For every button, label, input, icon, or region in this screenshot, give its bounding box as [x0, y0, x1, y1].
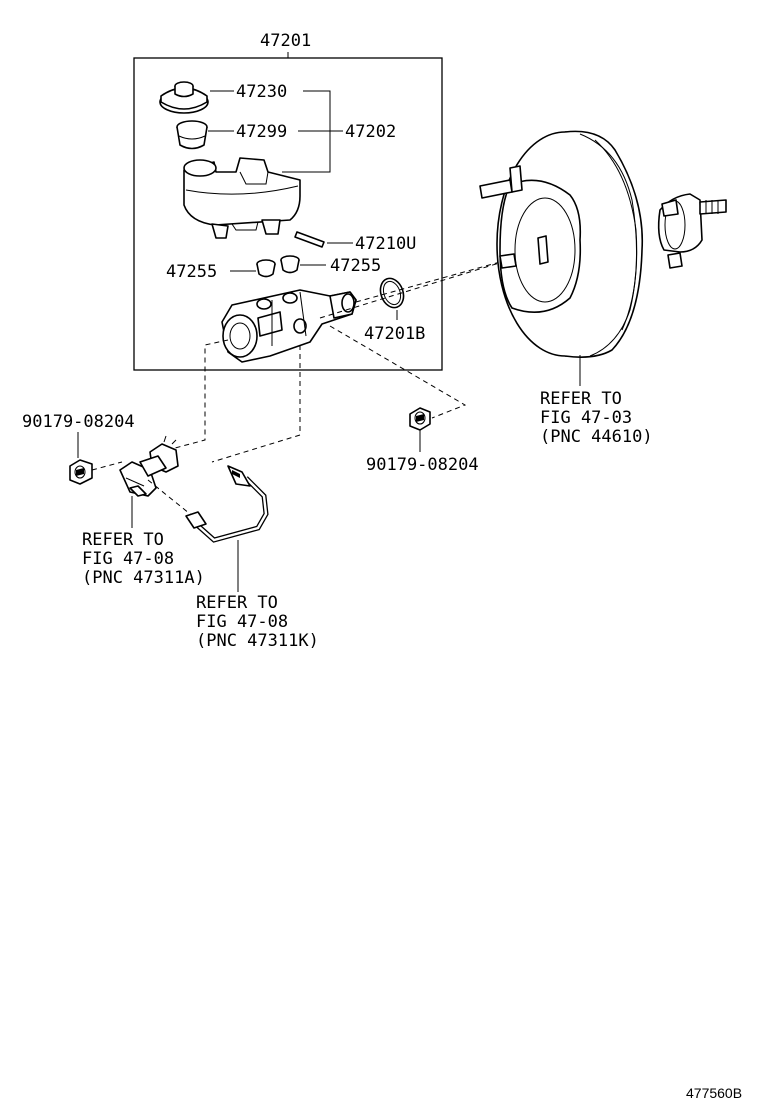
- svg-text:REFER TO: REFER TO: [82, 530, 164, 550]
- brake-booster: [479, 130, 727, 358]
- svg-text:REFER TO: REFER TO: [196, 593, 278, 613]
- svg-text:FIG 47-08: FIG 47-08: [196, 612, 288, 632]
- o-ring: [379, 277, 405, 309]
- master-cylinder-body: [221, 289, 357, 363]
- refer-switch-note: REFER TO FIG 47-08 (PNC 47311A): [82, 530, 205, 588]
- reservoir-tank: [183, 157, 301, 239]
- svg-text:(PNC 47311A): (PNC 47311A): [82, 568, 205, 588]
- label-cap: 47230: [236, 82, 287, 102]
- grommet-right: [280, 255, 300, 274]
- svg-text:(PNC 44610): (PNC 44610): [540, 427, 653, 447]
- label-assembly: 47201: [260, 31, 311, 51]
- label-strainer: 47299: [236, 122, 287, 142]
- svg-text:FIG 47-08: FIG 47-08: [82, 549, 174, 569]
- strainer: [176, 120, 208, 150]
- pin: [294, 231, 325, 248]
- label-nut-right: 90179-08204: [366, 455, 479, 475]
- nut-right: [409, 407, 431, 431]
- pressure-switch: [119, 435, 179, 497]
- refer-tube-note: REFER TO FIG 47-08 (PNC 47311K): [196, 593, 319, 651]
- label-oring: 47201B: [364, 324, 425, 344]
- refer-booster-note: REFER TO FIG 47-03 (PNC 44610): [540, 389, 653, 447]
- label-nut-left: 90179-08204: [22, 412, 135, 432]
- label-reservoir: 47202: [345, 122, 396, 142]
- grommet-left: [256, 259, 276, 278]
- label-grommet-right: 47255: [330, 256, 381, 276]
- svg-text:(PNC 47311K): (PNC 47311K): [196, 631, 319, 651]
- nut-left: [69, 459, 93, 485]
- brake-tube: [185, 465, 269, 543]
- label-pin: 47210U: [355, 234, 416, 254]
- svg-text:REFER TO: REFER TO: [540, 389, 622, 409]
- label-grommet-left: 47255: [166, 262, 217, 282]
- illustration-code: 477560B: [686, 1085, 742, 1101]
- svg-text:FIG 47-03: FIG 47-03: [540, 408, 632, 428]
- reservoir-cap: [159, 81, 209, 114]
